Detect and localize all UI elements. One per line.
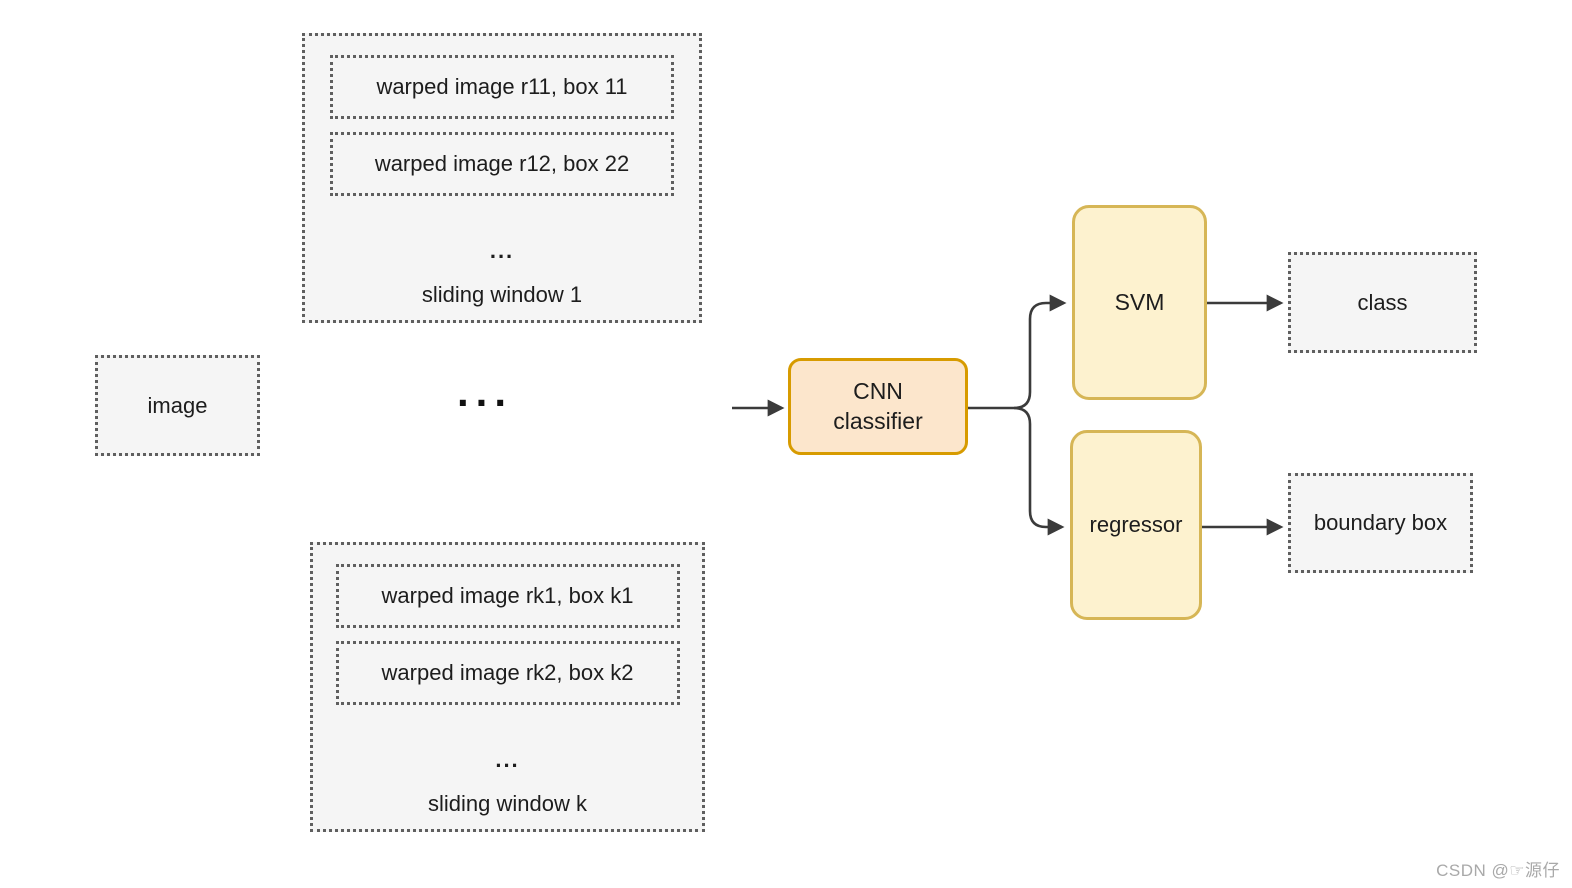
boundary-box: boundary box: [1288, 473, 1473, 573]
connector-cnn-to-svm: [1013, 294, 1067, 410]
class-label: class: [1357, 289, 1408, 315]
warped-image-r11-box: warped image r11, box 11: [330, 55, 674, 119]
cnn-classifier-line1: CNN: [853, 377, 903, 404]
boundary-box-label: boundary box: [1313, 510, 1448, 535]
warped-image-r12-label: warped image r12, box 22: [374, 151, 630, 176]
regressor-box: regressor: [1070, 430, 1202, 620]
cnn-classifier-box: CNN classifier: [788, 358, 968, 455]
warped-image-rk2-label: warped image rk2, box k2: [381, 660, 634, 685]
warped-image-r12-box: warped image r12, box 22: [330, 132, 674, 196]
warped-image-rk1-label: warped image rk1, box k1: [381, 583, 634, 608]
warped-image-r11-label: warped image r11, box 11: [376, 74, 628, 99]
csdn-watermark: CSDN @☞源仔: [1436, 861, 1560, 880]
connector-cnn-to-regressor: [1013, 406, 1065, 536]
warped-image-rk2-box: warped image rk2, box k2: [335, 641, 680, 705]
middle-ellipsis: ...: [456, 368, 513, 415]
svm-box: SVM: [1072, 205, 1207, 400]
sliding-window-1-label: sliding window 1: [421, 282, 583, 307]
sliding-window-k-label: sliding window k: [428, 791, 587, 816]
sliding-window-1-ellipsis: ...: [489, 238, 515, 263]
sliding-window-k-container: warped image rk1, box k1 warped image rk…: [310, 542, 705, 832]
cnn-classifier-line2: classifier: [833, 407, 923, 434]
warped-image-rk1-box: warped image rk1, box k1: [335, 564, 680, 628]
image-box: image: [95, 355, 260, 456]
sliding-window-k-ellipsis: ...: [495, 747, 520, 772]
svm-label: SVM: [1114, 289, 1165, 315]
sliding-window-1-container: warped image r11, box 11 warped image r1…: [302, 33, 702, 323]
regressor-label: regressor: [1089, 512, 1183, 537]
image-box-label: image: [147, 392, 208, 418]
class-box: class: [1288, 252, 1477, 353]
